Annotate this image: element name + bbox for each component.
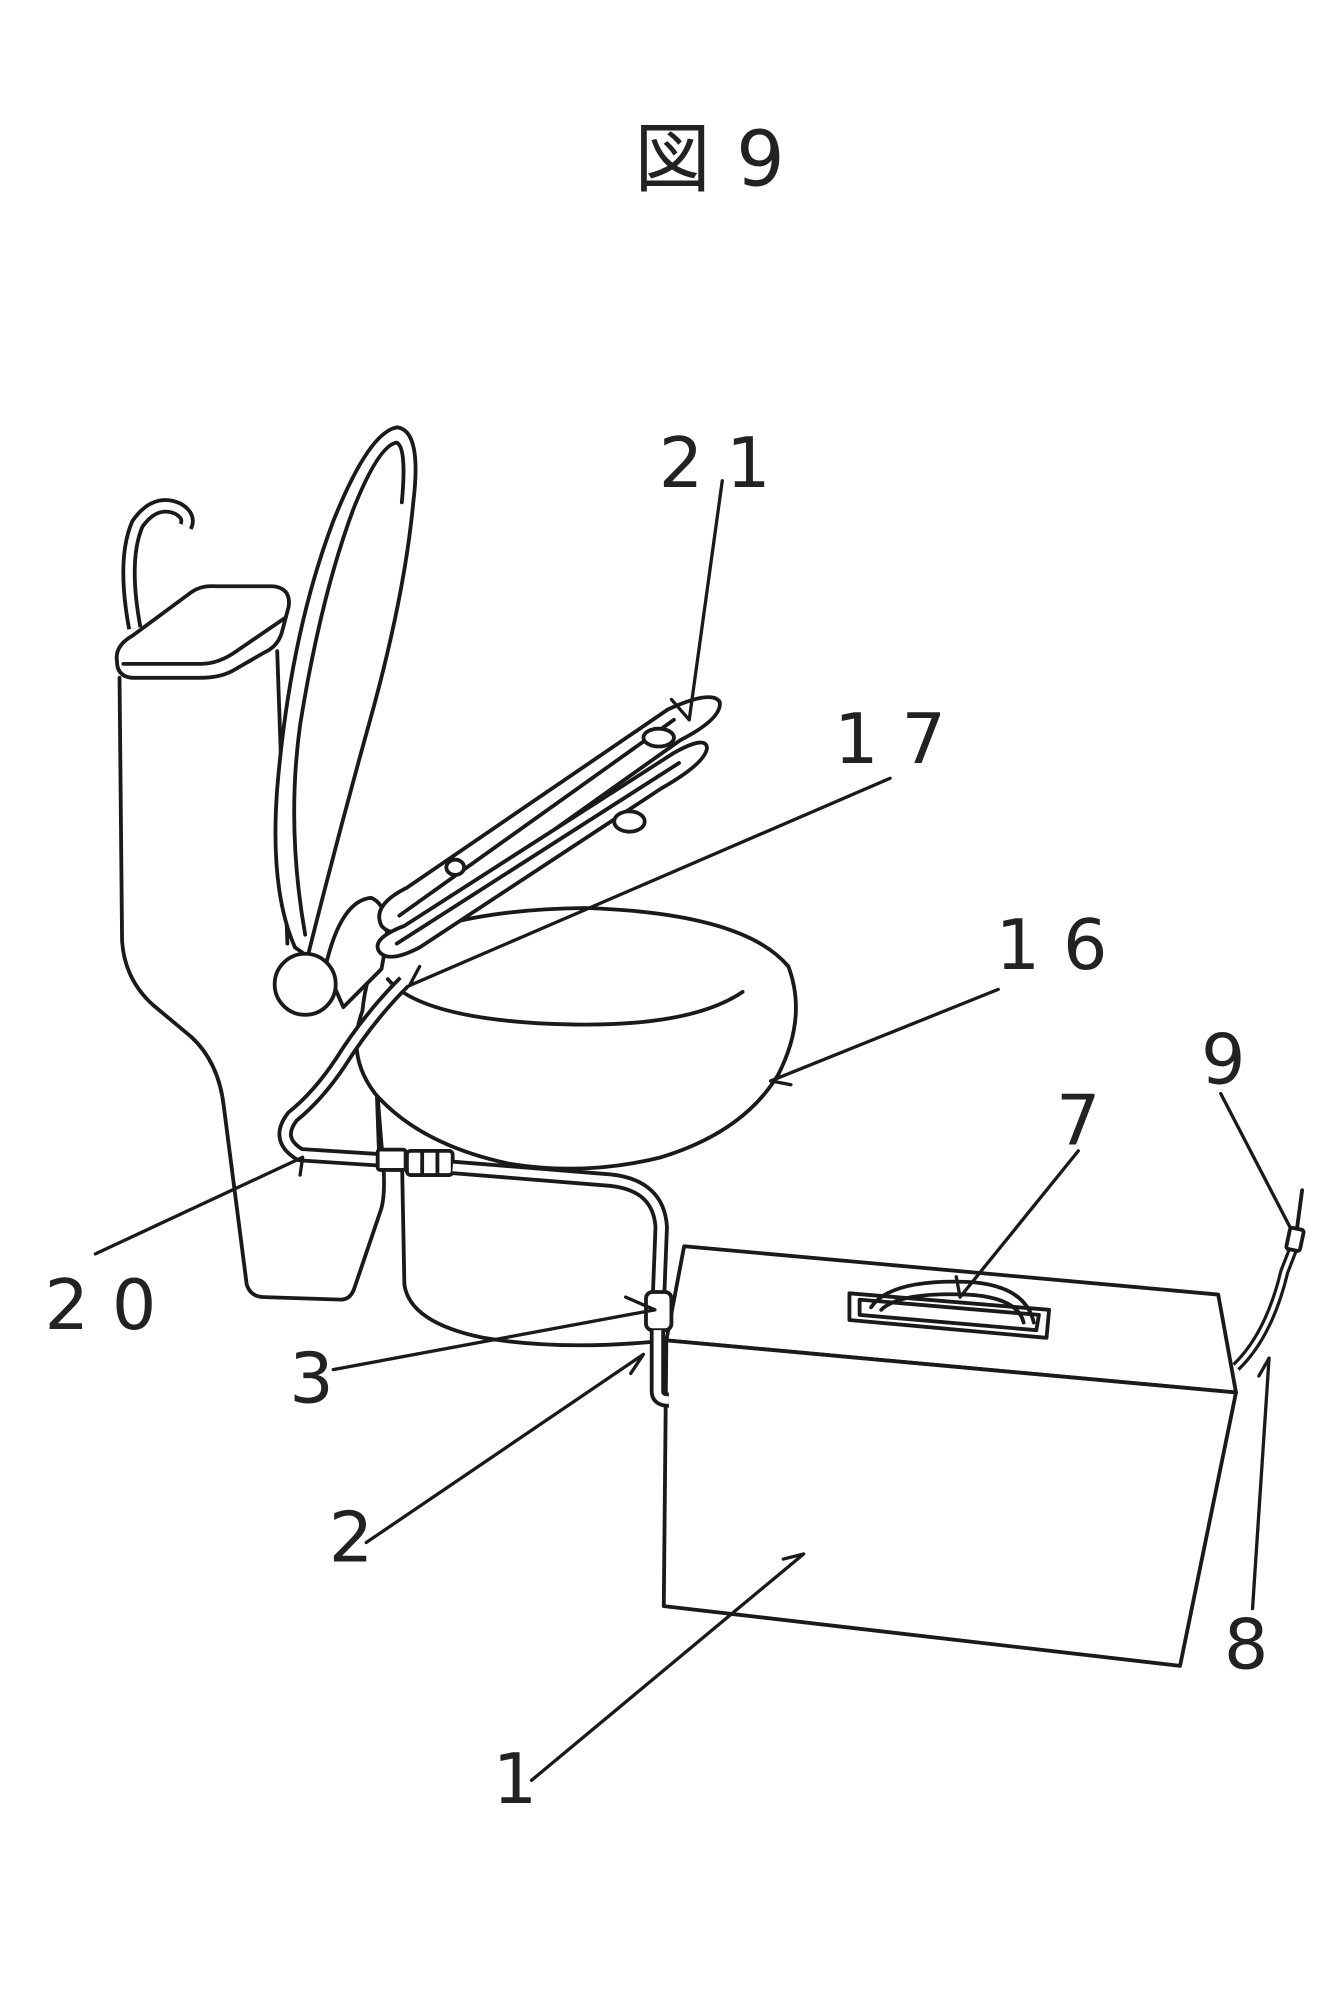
label-2: 2: [329, 1498, 374, 1579]
box-handle-plate-inner: [857, 1297, 1041, 1333]
leader-line-9: [1219, 1091, 1293, 1231]
toilet-pedestal: [399, 1148, 657, 1348]
leader-line-7: [954, 1149, 1080, 1299]
leader-line-17: [407, 776, 892, 988]
tank-hook-pipe: [121, 498, 195, 630]
box-handle-grip-inner: [879, 1292, 1026, 1325]
toilet-tank-lid-edge: [121, 616, 287, 666]
box-handle-grip: [869, 1279, 1036, 1325]
leader-line-16: [768, 987, 1000, 1087]
label-17: 17: [834, 699, 969, 780]
leader-line-1: [529, 1552, 806, 1782]
box-hose: [452, 1159, 669, 1293]
label-9: 9: [1201, 1019, 1246, 1100]
figure-title: 図9: [634, 115, 810, 204]
label-8: 8: [1224, 1604, 1269, 1685]
toilet-lid-inner-edge: [292, 440, 406, 937]
label-16: 16: [996, 905, 1131, 986]
power-plug: [1284, 1225, 1306, 1253]
box-front-face: [661, 1338, 1238, 1668]
label-21: 21: [659, 423, 794, 504]
toilet-lid: [273, 425, 418, 959]
hose-connector-ridge: [420, 1148, 440, 1177]
label-3: 3: [289, 1339, 333, 1420]
label-1: 1: [493, 1739, 537, 1820]
toilet-bowl-inner-rim: [385, 977, 745, 1027]
toilet-bowl: [354, 906, 798, 1171]
seat-bumper: [612, 809, 647, 834]
box-inlet-pipe: [649, 1330, 670, 1408]
leader-line-2: [364, 1352, 646, 1545]
label-20: 20: [45, 1265, 180, 1346]
leader-line-8: [1250, 1356, 1271, 1611]
seat-bumper: [444, 857, 467, 877]
leader-line-21: [669, 479, 724, 722]
hose-fitting: [375, 1147, 408, 1172]
label-7: 7: [1056, 1081, 1101, 1162]
toilet-seat-upper-inner: [397, 717, 676, 918]
leader-line-3: [331, 1295, 657, 1372]
toilet-seat-lower-inner: [394, 761, 681, 946]
seat-hose: [277, 976, 410, 1168]
leader-line-20: [93, 1155, 305, 1256]
toilet-tank-body: [117, 675, 386, 1302]
seat-bumper: [641, 726, 676, 749]
seat-hinge-knob: [272, 951, 338, 1017]
power-cable: [1232, 1246, 1298, 1371]
hose-connector: [405, 1148, 455, 1177]
power-plug-tip: [1295, 1188, 1305, 1231]
